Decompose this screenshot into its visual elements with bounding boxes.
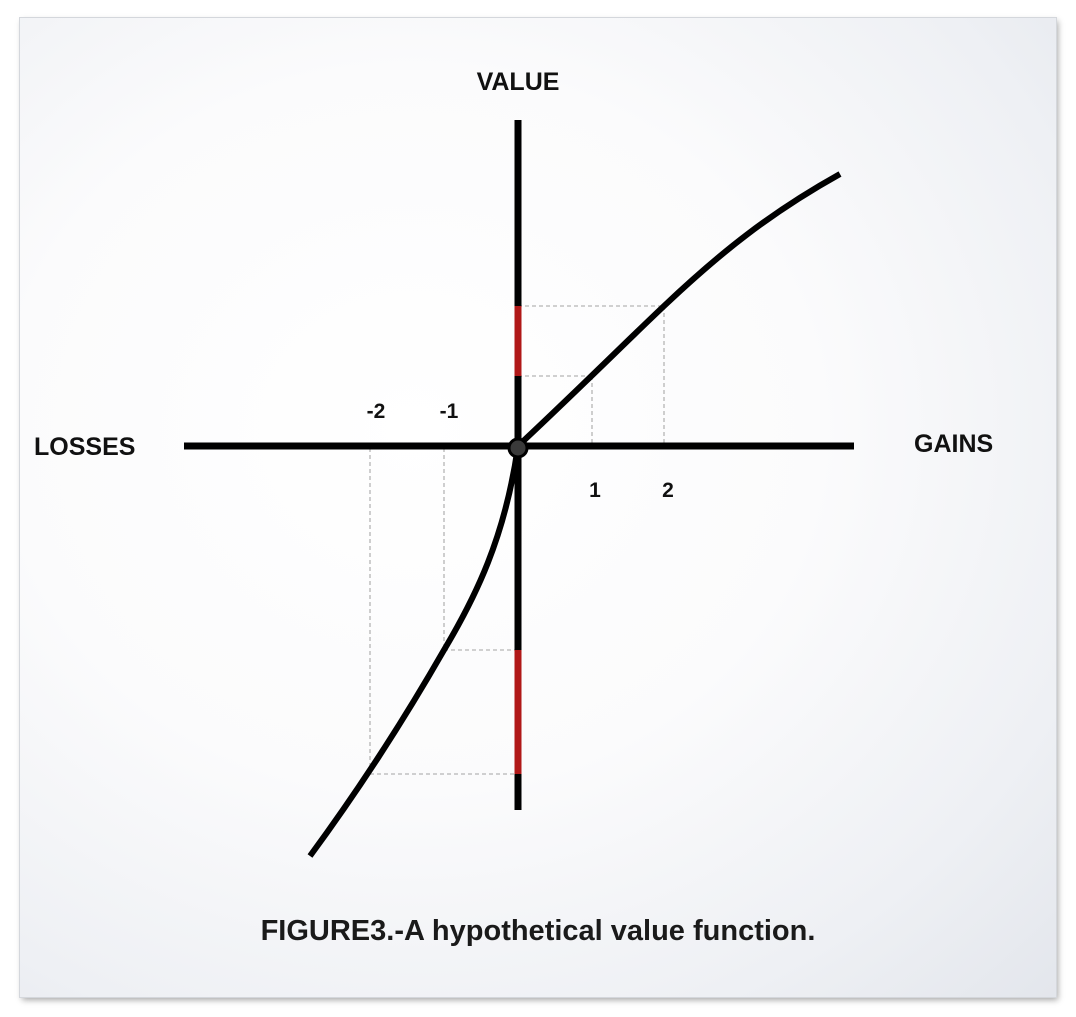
origin-point: [507, 437, 529, 459]
losses-curve: [307, 445, 521, 858]
value-function-diagram: VALUE LOSSES GAINS -2 -1 1 2: [34, 68, 993, 858]
tick-label-pos1: 1: [589, 479, 601, 502]
tick-label-neg1: -1: [440, 400, 459, 423]
guide-lines: [369, 305, 665, 775]
losses-label: LOSSES: [34, 433, 135, 461]
gains-curve: [515, 171, 842, 449]
figure-caption: FIGURE3.-A hypothetical value function.: [260, 915, 816, 947]
tick-label-neg2: -2: [367, 400, 386, 423]
value-axis-label: VALUE: [477, 68, 560, 96]
figure-card: VALUE LOSSES GAINS -2 -1 1 2 FIGURE3.-A …: [20, 18, 1056, 997]
tick-label-pos2: 2: [662, 479, 674, 502]
gains-label: GAINS: [914, 430, 993, 458]
